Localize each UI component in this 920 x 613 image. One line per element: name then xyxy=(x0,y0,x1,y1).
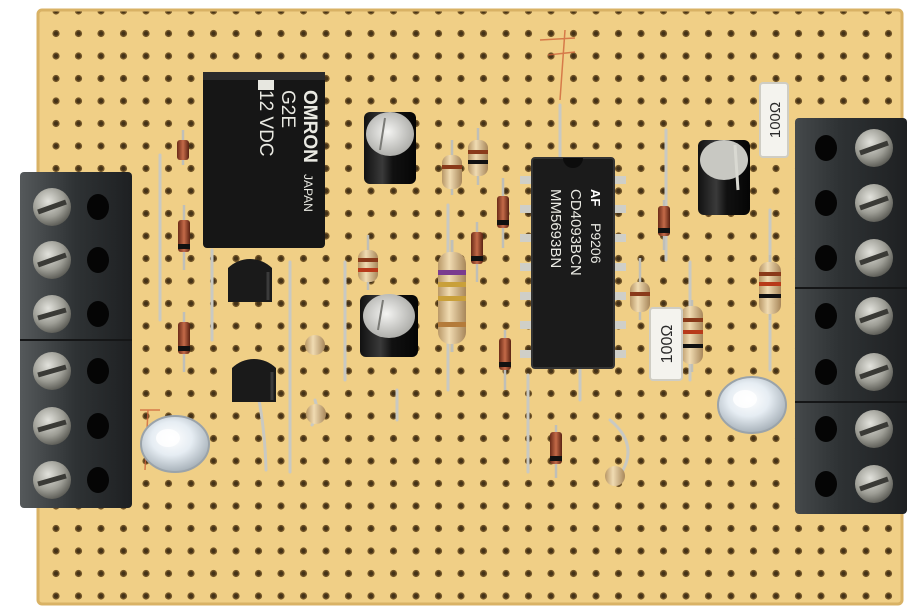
ic-mark: AF xyxy=(588,189,603,206)
power-resistor-right-value: 100Ω xyxy=(767,102,784,138)
screw-terminal-left xyxy=(33,188,71,499)
capacitor-right xyxy=(698,140,750,215)
capacitor-top xyxy=(364,112,416,184)
relay-model: G2E xyxy=(277,90,298,128)
ic-line2: CD4093BCN xyxy=(567,189,584,276)
capacitor-middle xyxy=(360,294,418,357)
ic-pins xyxy=(520,176,626,358)
led-right xyxy=(717,376,787,434)
relay-voltage: 12 VDC xyxy=(255,90,276,157)
ic-chip: AF P9206 CD4093BCN MM5693BN xyxy=(520,157,626,369)
power-resistor-left-value: 100Ω xyxy=(659,325,676,364)
terminal-block-left xyxy=(20,172,132,508)
transistor-2 xyxy=(232,359,276,402)
led-left xyxy=(140,415,210,473)
resistor-large xyxy=(438,240,466,352)
resistors xyxy=(305,128,781,486)
relay-brand: OMRON xyxy=(299,90,320,163)
ic-line3: MM5693BN xyxy=(547,189,564,268)
power-resistor-left: 100Ω xyxy=(649,307,683,381)
relay: OMRON JAPAN G2E 12 VDC xyxy=(203,72,325,248)
ic-line1: P9206 xyxy=(588,223,604,264)
transistor-1 xyxy=(228,259,272,302)
power-resistor-right: 100Ω xyxy=(759,82,789,158)
diodes xyxy=(177,130,670,478)
terminal-block-right xyxy=(795,118,907,514)
relay-origin: JAPAN xyxy=(301,174,315,212)
wire-entry-holes-right xyxy=(815,135,837,497)
screw-terminal-right xyxy=(855,129,893,503)
wire-entry-holes-left xyxy=(87,194,109,493)
